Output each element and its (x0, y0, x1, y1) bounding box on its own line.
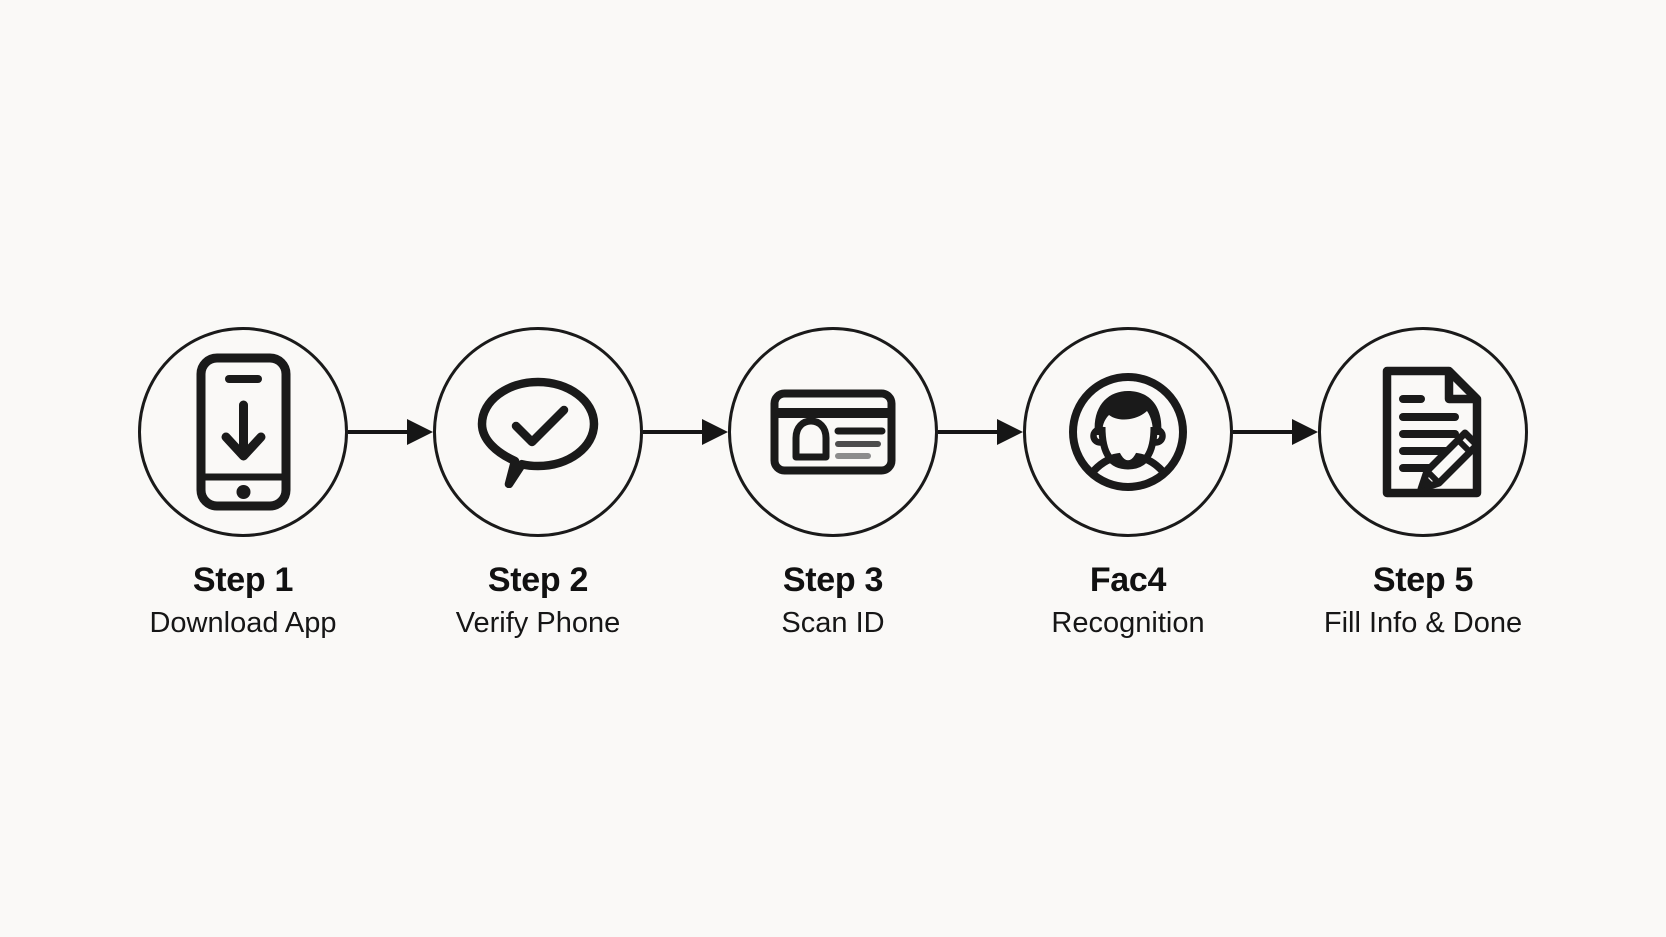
step-subtitle: Download App (149, 607, 337, 639)
phone-download-icon (196, 353, 290, 511)
arrow-connector-1 (348, 327, 433, 537)
arrow-head-icon (1292, 419, 1318, 445)
arrow-line (938, 430, 997, 434)
step-3: Step 3 Scan ID (728, 327, 938, 640)
arrow-head-icon (997, 419, 1023, 445)
step-title: Fac4 (1089, 561, 1167, 599)
arrow-connector-4 (1233, 327, 1318, 537)
step-subtitle: Fill Info & Done (1323, 607, 1523, 639)
step-4-circle (1023, 327, 1233, 537)
arrow-head-icon (407, 419, 433, 445)
step-1: Step 1 Download App (138, 327, 348, 640)
step-5: Step 5 Fill Info & Done (1318, 327, 1528, 640)
step-subtitle: Verify Phone (455, 607, 621, 639)
step-title: Step 1 (192, 561, 294, 599)
step-3-labels: Step 3 Scan ID (781, 561, 884, 640)
arrow-head-icon (702, 419, 728, 445)
arrow-line (643, 430, 702, 434)
id-card-icon (770, 389, 896, 475)
step-2-circle (433, 327, 643, 537)
step-5-labels: Step 5 Fill Info & Done (1324, 561, 1522, 640)
step-1-labels: Step 1 Download App (149, 561, 336, 640)
step-2: Step 2 Verify Phone (433, 327, 643, 640)
arrow-connector-3 (938, 327, 1023, 537)
face-avatar-icon (1069, 373, 1187, 491)
step-5-circle (1318, 327, 1528, 537)
step-4: Fac4 Recognition (1023, 327, 1233, 640)
step-title: Step 2 (487, 561, 589, 599)
step-2-labels: Step 2 Verify Phone (456, 561, 620, 640)
step-subtitle: Recognition (1051, 607, 1205, 639)
document-pencil-icon (1382, 366, 1482, 498)
arrow-line (1233, 430, 1292, 434)
step-3-circle (728, 327, 938, 537)
step-subtitle: Scan ID (781, 607, 885, 639)
steps-row: Step 1 Download App Step 2 Verify Phone (138, 327, 1528, 640)
chat-check-icon (477, 377, 599, 488)
step-4-labels: Fac4 Recognition (1051, 561, 1204, 640)
step-title: Step 3 (782, 561, 884, 599)
arrow-line (348, 430, 407, 434)
step-title: Step 5 (1372, 561, 1474, 599)
step-1-circle (138, 327, 348, 537)
arrow-connector-2 (643, 327, 728, 537)
